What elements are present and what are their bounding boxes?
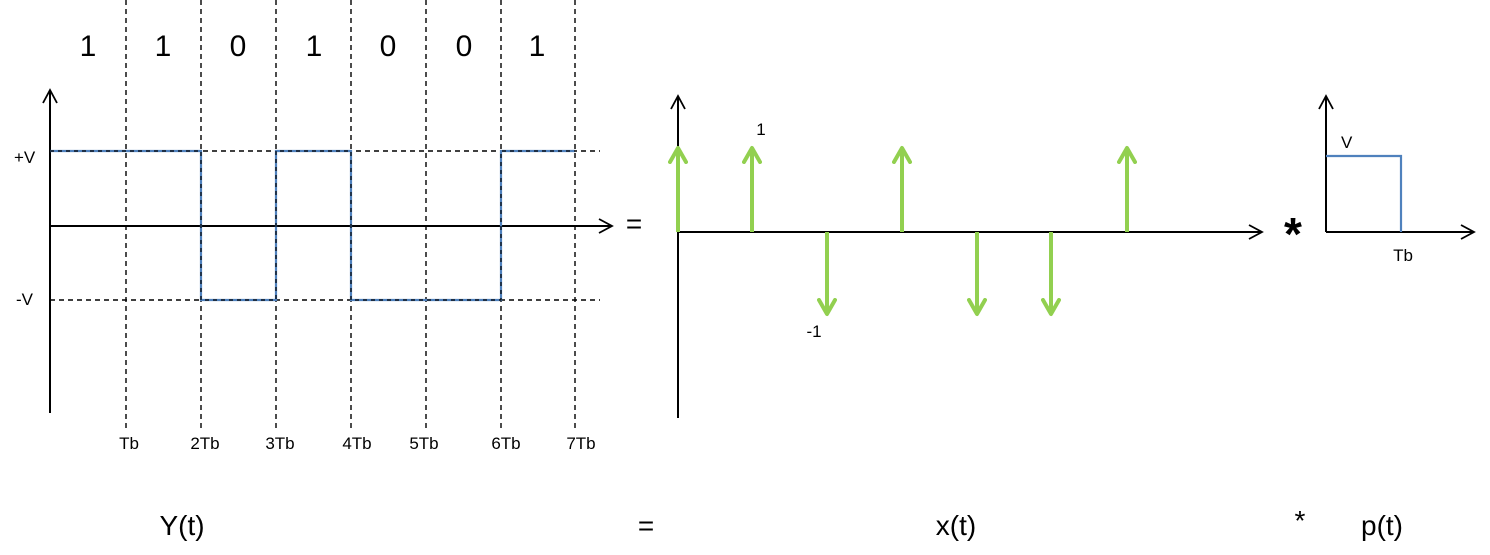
caption-y-of-t: Y(t) bbox=[159, 510, 204, 541]
caption-x-of-t: x(t) bbox=[936, 510, 976, 541]
caption-star: * bbox=[1295, 505, 1306, 536]
impulse-positive-label: 1 bbox=[756, 120, 765, 139]
bit-value: 1 bbox=[529, 30, 546, 63]
equation-caption: Y(t) = x(t) * p(t) bbox=[159, 505, 1403, 541]
nrz-waveform-dash-overlay bbox=[50, 150, 575, 301]
tick-label: 5Tb bbox=[409, 434, 438, 453]
impulse-train-panel: 1 -1 bbox=[668, 94, 1264, 418]
pulse-width-label: Tb bbox=[1393, 246, 1413, 265]
convolution-operator: * bbox=[1284, 208, 1302, 260]
rectangular-pulse bbox=[1326, 154, 1403, 232]
bit-values: 1 1 0 1 0 0 1 bbox=[80, 30, 546, 63]
tick-label: 6Tb bbox=[491, 434, 520, 453]
time-tick-labels: Tb 2Tb 3Tb 4Tb 5Tb 6Tb 7Tb bbox=[119, 434, 596, 453]
tick-label: 2Tb bbox=[190, 434, 219, 453]
bit-value: 0 bbox=[380, 30, 397, 63]
tick-label: 4Tb bbox=[342, 434, 371, 453]
tick-label: 7Tb bbox=[566, 434, 595, 453]
bit-value: 0 bbox=[230, 30, 247, 63]
bit-value: 0 bbox=[456, 30, 473, 63]
caption-p-of-t: p(t) bbox=[1361, 510, 1403, 541]
equals-operator: = bbox=[626, 208, 642, 239]
waveform-panel: 1 1 0 1 0 0 1 +V -V Tb 2Tb 3Tb 4Tb 5Tb 6… bbox=[14, 0, 614, 453]
plus-v-label: +V bbox=[14, 148, 36, 167]
pulse-amplitude-label: V bbox=[1341, 133, 1353, 152]
tick-label: 3Tb bbox=[265, 434, 294, 453]
bit-value: 1 bbox=[306, 30, 323, 63]
caption-equals: = bbox=[638, 510, 654, 541]
minus-v-label: -V bbox=[16, 290, 34, 309]
pulse-panel: V Tb bbox=[1318, 94, 1476, 265]
bit-value: 1 bbox=[155, 30, 172, 63]
tick-label: Tb bbox=[119, 434, 139, 453]
bit-value: 1 bbox=[80, 30, 97, 63]
impulse-negative-label: -1 bbox=[806, 322, 821, 341]
